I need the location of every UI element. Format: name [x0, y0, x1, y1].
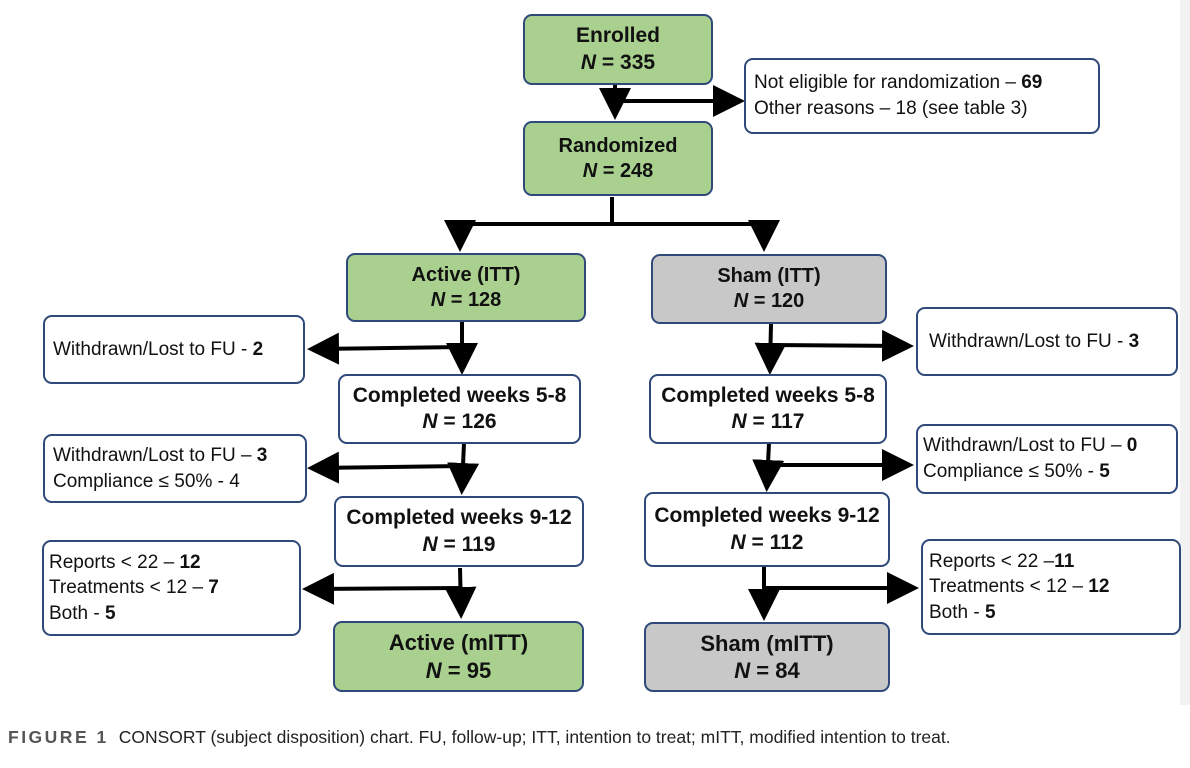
arrow-sham-withdrawn1 — [770, 329, 914, 362]
page-edge-stripe — [1180, 0, 1190, 705]
active-week58-box: Completed weeks 5-8 N = 126 — [338, 374, 581, 444]
sham-itt-box: Sham (ITT) N = 120 — [651, 254, 887, 324]
active-mitt-title: Active (mITT) — [388, 630, 529, 655]
active-itt-count: N = 128 — [430, 288, 502, 311]
active-mitt-count: N = 95 — [425, 657, 492, 683]
flow-arrows — [302, 84, 919, 621]
active-treatments-line: Treatments < 12 – 7 — [49, 577, 219, 599]
active-withdrawn-2-line-1: Withdrawn/Lost to FU – 3 — [53, 444, 268, 466]
sham-mitt-box: Sham (mITT) N = 84 — [644, 622, 890, 692]
randomized-box: Randomized N = 248 — [523, 121, 713, 196]
figure-caption: FIGURE 1 CONSORT (subject disposition) ch… — [8, 727, 951, 748]
active-withdrawn-1-text: Withdrawn/Lost to FU - 2 — [53, 338, 264, 360]
arrow-active-withdrawn2 — [307, 451, 463, 484]
active-itt-box: Active (ITT) N = 128 — [346, 253, 586, 322]
active-withdrawn-1-box: Withdrawn/Lost to FU - 2 — [43, 315, 305, 384]
sham-week912-count: N = 112 — [730, 530, 804, 554]
sham-treatments-line: Treatments < 12 – 12 — [929, 576, 1110, 598]
active-week912-box: Completed weeks 9-12 N = 119 — [334, 496, 584, 567]
enrolled-count: N = 335 — [580, 50, 656, 74]
sham-reports-line: Reports < 22 –11 — [929, 550, 1075, 572]
arrow-active-withdrawn1 — [307, 332, 463, 365]
sham-itt-title: Sham (ITT) — [717, 265, 821, 287]
active-mitt-box: Active (mITT) N = 95 — [333, 621, 584, 692]
excluded-line-2: Other reasons – 18 (see table 3) — [754, 98, 1028, 119]
sham-week912-title: Completed weeks 9-12 — [654, 504, 880, 528]
active-week912-title: Completed weeks 9-12 — [346, 506, 572, 530]
active-both-line: Both - 5 — [49, 602, 116, 624]
arrow-sham-week58 — [754, 323, 787, 375]
sham-both-line: Both - 5 — [929, 601, 996, 623]
active-withdrawn-2-box: Withdrawn/Lost to FU – 3 Compliance ≤ 50… — [43, 434, 307, 503]
excluded-line-1: Not eligible for randomization – 69 — [754, 72, 1043, 94]
active-week58-count: N = 126 — [422, 410, 497, 433]
sham-itt-count: N = 120 — [733, 290, 805, 312]
sham-week58-count: N = 117 — [731, 410, 805, 433]
excluded-box: Not eligible for randomization – 69 Othe… — [744, 58, 1100, 134]
randomized-count: N = 248 — [582, 159, 654, 182]
sham-week58-title: Completed weeks 5-8 — [661, 383, 875, 407]
sham-reports-box: Reports < 22 –11 Treatments < 12 – 12 Bo… — [921, 539, 1181, 635]
figure-caption-text: CONSORT (subject disposition) chart. FU,… — [118, 727, 951, 747]
enrolled-title: Enrolled — [575, 24, 660, 48]
randomized-title: Randomized — [558, 134, 678, 157]
figure-label: FIGURE 1 — [8, 727, 109, 747]
sham-week912-box: Completed weeks 9-12 N = 112 — [644, 492, 890, 567]
enrolled-box: Enrolled N = 335 — [523, 14, 713, 85]
sham-withdrawn-2-box: Withdrawn/Lost to FU – 0 Compliance ≤ 50… — [916, 424, 1178, 494]
sham-mitt-title: Sham (mITT) — [700, 630, 834, 656]
active-week912-count: N = 119 — [422, 532, 496, 556]
sham-withdrawn-1-text: Withdrawn/Lost to FU - 3 — [929, 330, 1140, 352]
sham-compliance-line: Compliance ≤ 50% - 5 — [923, 461, 1110, 482]
sham-withdrawn-2-line-1: Withdrawn/Lost to FU – 0 — [923, 435, 1138, 457]
active-reports-line: Reports < 22 – 12 — [49, 551, 201, 573]
arrow-active-week912 — [447, 442, 480, 495]
sham-mitt-count: N = 84 — [734, 658, 800, 683]
sham-week58-box: Completed weeks 5-8 N = 117 — [649, 374, 887, 444]
sham-withdrawn-1-box: Withdrawn/Lost to FU - 3 — [916, 307, 1178, 376]
arrow-active-reports — [302, 572, 461, 605]
active-compliance-line: Compliance ≤ 50% - 4 — [53, 470, 240, 492]
active-reports-box: Reports < 22 – 12 Treatments < 12 – 7 Bo… — [42, 540, 301, 636]
active-week58-title: Completed weeks 5-8 — [352, 383, 567, 407]
arrow-active-mitt — [444, 567, 477, 619]
active-itt-title: Active (ITT) — [411, 263, 521, 286]
